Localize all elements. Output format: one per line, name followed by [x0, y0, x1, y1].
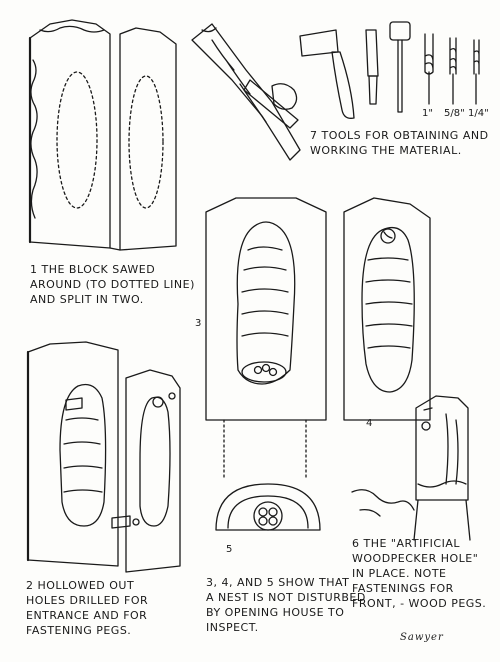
fig1-dotted-line-right	[128, 75, 164, 209]
fig1-split-block	[28, 19, 177, 251]
fig1-top-grain	[39, 25, 105, 33]
caption-line: 1 The block sawed	[30, 263, 156, 276]
fig3-nest	[241, 361, 287, 383]
fig4-cavity-shading	[365, 257, 413, 349]
fig5-egg	[258, 507, 268, 517]
fig2-right-cavity	[139, 396, 171, 527]
fig2-cavity-shading	[63, 417, 103, 493]
fig2-left-half	[27, 341, 119, 567]
caption-line: holes drilled for	[26, 594, 149, 607]
peg-hole	[168, 392, 176, 400]
figure-number-3: 3	[195, 318, 202, 329]
caption-line: woodpecker hole"	[352, 552, 479, 565]
caption-line: entrance and for	[26, 609, 148, 622]
fig5-egg	[258, 516, 268, 526]
mallet-head	[389, 21, 411, 41]
mallet-handle	[397, 39, 403, 113]
auger-bit-1-4in	[473, 39, 480, 105]
caption-line: front, - wood pegs.	[352, 597, 487, 610]
fig7-bark-lines	[211, 39, 267, 123]
caption-line: fastening pegs.	[26, 624, 132, 637]
fig3-egg	[261, 363, 271, 373]
fig7-branch-end	[201, 27, 217, 33]
caption-line: working the material.	[310, 144, 462, 157]
caption-fig1: 1 The block sawed around (to dotted line…	[30, 262, 195, 307]
fig5-egg	[268, 507, 278, 517]
fig5-nest-top-view	[215, 483, 321, 531]
caption-line: 6 The "artificial	[352, 537, 460, 550]
fig4-half-with-hole	[343, 197, 431, 421]
fig6-trunk	[413, 499, 471, 541]
chisel-handle	[365, 29, 379, 77]
fig4-board	[343, 197, 431, 421]
bit-size-label: 1/4"	[468, 108, 489, 119]
fig7-tools	[299, 21, 480, 119]
caption-line: inspect.	[206, 621, 259, 634]
auger-bit-5-8in	[449, 37, 457, 105]
caption-line: by opening house to	[206, 606, 345, 619]
fig2-left-cavity	[59, 383, 107, 527]
fig5-inner-ring	[227, 495, 309, 529]
hatchet-handle	[331, 51, 355, 119]
caption-line: 7 Tools for obtaining and	[310, 129, 489, 142]
fig1-dotted-line-left	[56, 71, 98, 209]
artist-signature: Sawyer	[400, 632, 444, 643]
chisel-blade	[368, 75, 378, 105]
fig3-egg	[268, 367, 278, 377]
fig5-nest	[253, 501, 283, 531]
figure-number-5: 5	[226, 544, 233, 555]
saw-handle	[271, 83, 298, 110]
fig4-hole-shade	[383, 231, 393, 239]
fig2-hollowed-halves	[26, 341, 181, 573]
peg-hole	[132, 518, 140, 526]
caption-line: 2 Hollowed out	[26, 579, 135, 592]
auger-bit-1in	[424, 33, 434, 105]
fig7-branch	[191, 23, 301, 161]
fig6-nest-box	[415, 395, 469, 501]
fig3-cavity-shading	[241, 246, 289, 337]
fig6-foliage	[351, 489, 415, 517]
caption-fig2: 2 Hollowed out holes drilled for entranc…	[26, 578, 148, 638]
fig2-right-half	[125, 369, 181, 573]
fig1-hinge	[109, 247, 121, 251]
caption-fig7: 7 Tools for obtaining and working the ma…	[310, 128, 489, 158]
caption-fig345: 3, 4, and 5 show that a nest is not dist…	[206, 575, 366, 635]
fig5-cross-section	[215, 483, 321, 531]
caption-line: around (to dotted line)	[30, 278, 195, 291]
fig6-entrance-hole	[421, 421, 431, 431]
caption-line: and split in two.	[30, 293, 144, 306]
fig3-cavity	[236, 221, 296, 385]
saw-blade	[243, 79, 299, 129]
fig3-egg	[253, 365, 263, 375]
inspection-guide-lines	[223, 419, 307, 479]
fig6-house-in-place	[351, 395, 471, 541]
fig7-branch-and-saw	[191, 23, 301, 161]
bit-size-label: 5/8"	[444, 108, 465, 119]
fig3-half-with-nest	[205, 197, 327, 421]
fig3-board	[205, 197, 327, 421]
figure-number-4: 4	[366, 418, 373, 429]
caption-fig6: 6 The "artificial woodpecker hole" in pl…	[352, 536, 486, 611]
fig2-entrance-hole	[152, 396, 164, 408]
fig6-bark-lines	[445, 413, 459, 485]
fig6-strap	[417, 480, 467, 488]
fastening-peg	[65, 397, 83, 411]
caption-line: in place. Note	[352, 567, 447, 580]
caption-line: fastenings for	[352, 582, 454, 595]
fig5-egg	[268, 516, 278, 526]
fig4-entrance-hole	[380, 228, 396, 244]
fig1-left-half	[29, 19, 111, 249]
fig4-cavity	[361, 226, 415, 393]
fig6-peg	[423, 407, 433, 411]
bit-size-label: 1"	[422, 108, 433, 119]
fig1-bark-texture	[30, 59, 38, 219]
caption-line: a nest is not disturbed	[206, 591, 366, 604]
caption-line: 3, 4, and 5 show that	[206, 576, 350, 589]
fastening-peg	[111, 515, 131, 529]
